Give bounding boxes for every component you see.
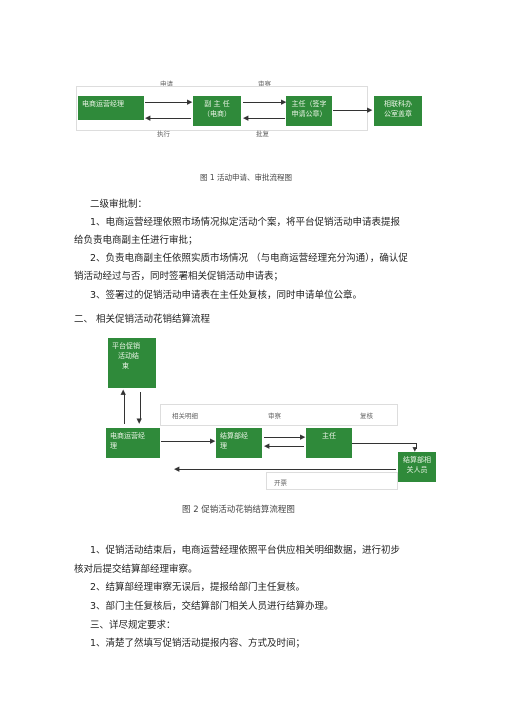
settlement-section-heading: 二、 相关促销活动花销结算流程 — [74, 314, 211, 325]
approval-step-1-cont: 给负责电商副主任进行审批； — [74, 235, 198, 246]
requirement-1: 1、清楚了然填写促销活动提报内容、方式及时间； — [90, 638, 306, 649]
label-recheck: 复核 — [360, 412, 373, 420]
figure-2-top-frame — [160, 404, 398, 426]
label-review: 审察 — [268, 412, 281, 420]
box-ecommerce-manager: 电商运营经理 — [78, 96, 144, 120]
label-related-details: 相关明细 — [172, 412, 198, 420]
arrow-head-right-icon: ▶ — [187, 98, 193, 106]
arrow-to-director — [264, 437, 304, 438]
arrow-head-left-icon: ◀ — [243, 114, 249, 122]
label-approve: 批复 — [256, 130, 269, 138]
arrow-head-right-icon: ▶ — [210, 437, 216, 445]
figure-2-bottom-frame — [266, 472, 398, 490]
arrow-director-to-staff-down — [416, 443, 417, 449]
figure-1-caption: 图 1 活动申请、审批流程图 — [200, 173, 293, 182]
approval-step-1: 1、电商运营经理依照市场情况拟定活动个案，将平台促销活动申请表提报 — [90, 217, 401, 228]
figure-2-caption: 图 2 促销活动花销结算流程图 — [182, 505, 295, 515]
arrow-review — [243, 102, 285, 103]
arrow-head-right-icon: ▶ — [300, 433, 306, 441]
approval-step-2: 2、负责电商副主任依照实质市场情况 （与电商运营经理充分沟通），确认促 — [90, 253, 408, 264]
arrow-to-settlement — [161, 441, 213, 442]
label-invoice: 开票 — [274, 479, 287, 487]
arrow-down-line — [140, 392, 141, 420]
box-platform-promo-end: 平台促销 活动结 束 — [108, 338, 156, 388]
arrow-to-office — [333, 110, 371, 111]
label-execute: 执行 — [157, 130, 170, 138]
arrow-head-left-icon: ◀ — [174, 465, 180, 473]
arrow-head-left-icon: ◀ — [145, 114, 151, 122]
box-settlement-manager: 结算部经 理 — [216, 428, 262, 458]
figure-1-frame — [76, 86, 368, 131]
approval-step-3: 3、签署过的促销活动申请表在主任处复核，同时申请单位公章。 — [90, 290, 363, 301]
requirements-heading: 三、详尽规定要求： — [90, 620, 176, 631]
arrow-apply — [145, 102, 191, 103]
settlement-step-1-cont: 核对后提交结算部经理审察。 — [74, 564, 198, 575]
label-review: 审察 — [258, 80, 271, 88]
arrow-up-line — [124, 394, 125, 424]
arrow-invoice — [178, 469, 396, 470]
approval-heading: 二级审批制： — [90, 199, 148, 210]
arrow-head-down-icon: ▼ — [136, 417, 142, 425]
settlement-step-3: 3、部门主任复核后，交结算部门相关人员进行结算办理。 — [90, 601, 334, 612]
settlement-step-2: 2、结算部经理审察无误后，提报给部门主任复核。 — [90, 582, 306, 593]
box-deputy-director: 副 主 任 （电商） — [193, 96, 241, 126]
arrow-director-to-staff — [352, 443, 416, 444]
arrow-head-down-icon: ▼ — [412, 446, 418, 453]
label-apply: 申请 — [160, 80, 173, 88]
approval-step-2-cont: 销活动经过与否，同时签署相关促销活动申请表； — [74, 271, 284, 282]
box-office-seal: 相联科办 公室盖章 — [374, 96, 422, 126]
arrow-head-right-icon: ▶ — [281, 98, 287, 106]
box-director: 主任 — [306, 428, 352, 458]
arrow-head-left-icon: ◀ — [264, 442, 270, 450]
box-settlement-staff: 结算部相 关人员 — [398, 452, 436, 482]
box-director: 主任（签字 申请公章） — [286, 96, 332, 126]
arrow-execute — [148, 118, 191, 119]
box-ecommerce-manager: 电商运营经 理 — [106, 428, 160, 458]
settlement-step-1: 1、促销活动结束后，电商运营经理依照平台供应相关明细数据，进行初步 — [90, 545, 401, 556]
arrow-head-up-icon: ▲ — [120, 388, 126, 396]
arrow-head-right-icon: ▶ — [367, 106, 373, 114]
arrow-back-to-settlement — [268, 446, 304, 447]
arrow-approve — [246, 118, 285, 119]
